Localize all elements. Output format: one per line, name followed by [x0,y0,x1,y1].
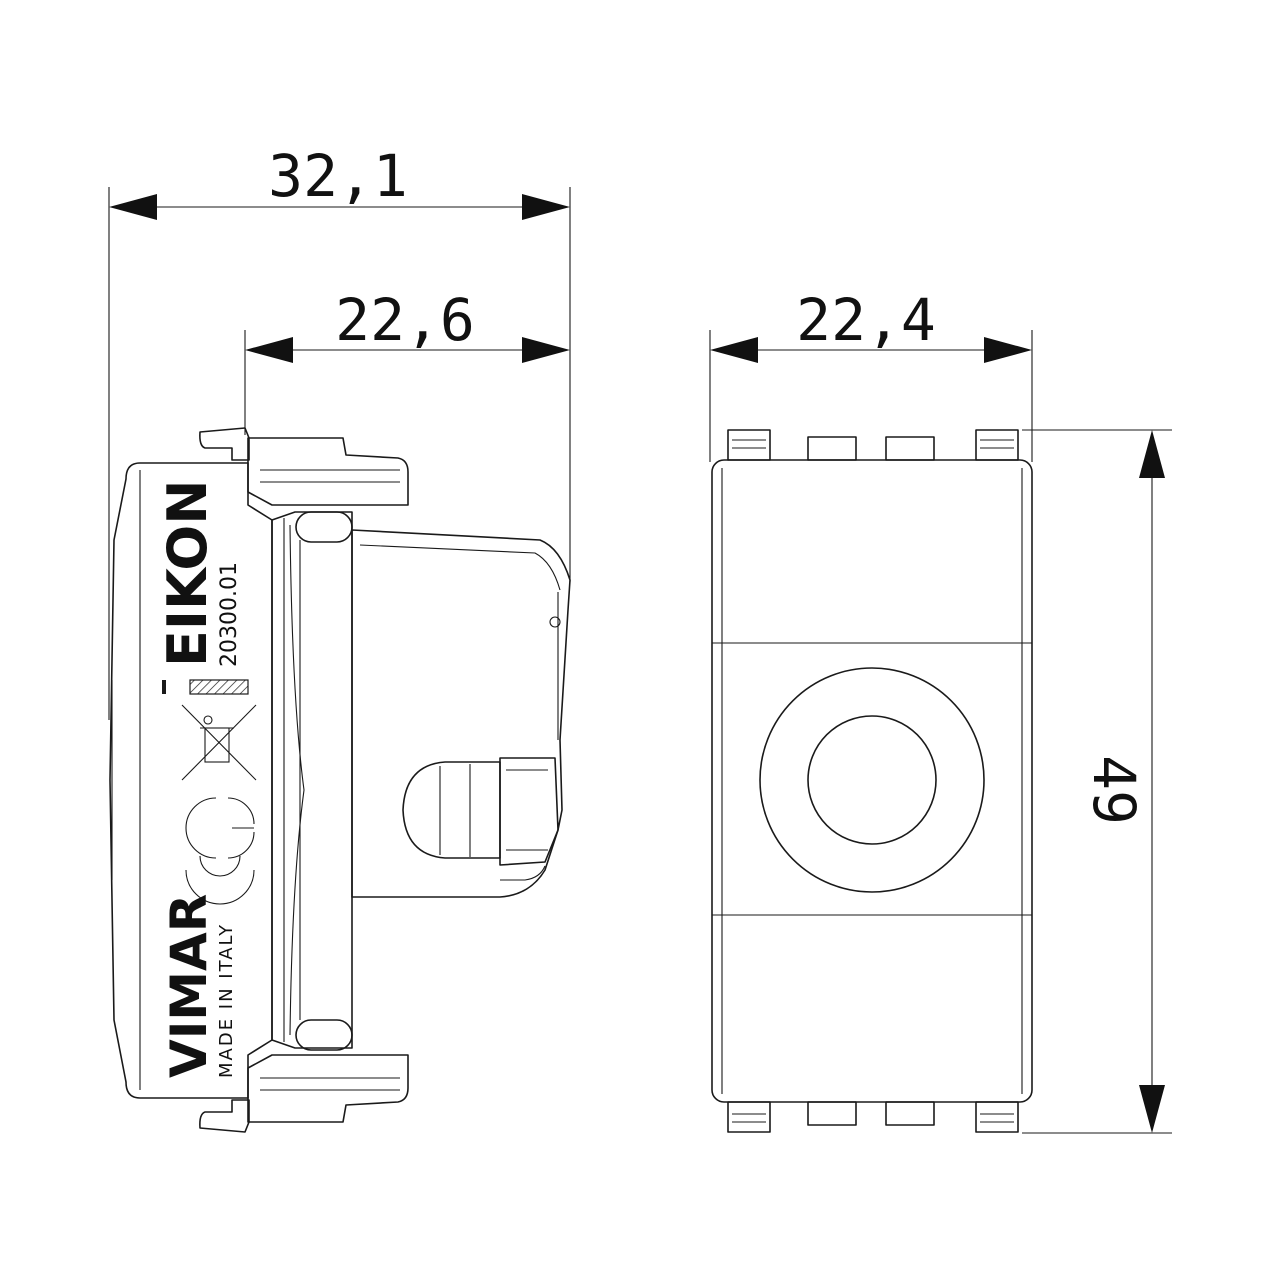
front-button [807,715,937,845]
dimension-body-depth: 22,6 [244,286,570,435]
side-frame [271,511,353,1049]
hatched-mark [189,679,249,695]
dimension-front-height: 49 [1022,429,1172,1134]
dimension-label-overall-depth: 32,1 [268,142,408,210]
weee-bin-icon [181,704,257,781]
brand-label: VIMAR [160,894,218,1078]
front-body [711,459,1033,1103]
side-front-cover [109,462,273,1099]
ce-mark-icon [185,797,255,859]
c-tick-icon [185,855,255,905]
product-code: 20300.01 [217,562,242,667]
side-terminal-screw [402,761,501,859]
origin-label: MADE IN ITALY [216,923,237,1078]
front-view [711,429,1033,1133]
side-top-clip [199,427,250,461]
dimension-label-front-height: 49 [1080,755,1148,825]
front-bottom-tabs [727,1101,1019,1133]
dimension-front-width: 22,4 [709,286,1033,462]
side-bottom-clip [199,1099,250,1133]
side-view: EIKON 20300.01 VIMAR MADE IN ITALY [109,427,571,1133]
dimension-label-front-width: 22,4 [796,286,936,354]
series-label: EIKON [156,480,219,668]
dimension-overall-depth: 32,1 [108,142,571,720]
side-mechanism-housing [351,529,571,898]
front-top-tabs [727,429,1019,461]
dimension-label-body-depth: 22,6 [335,286,475,354]
front-button-outer-ring [759,667,985,893]
